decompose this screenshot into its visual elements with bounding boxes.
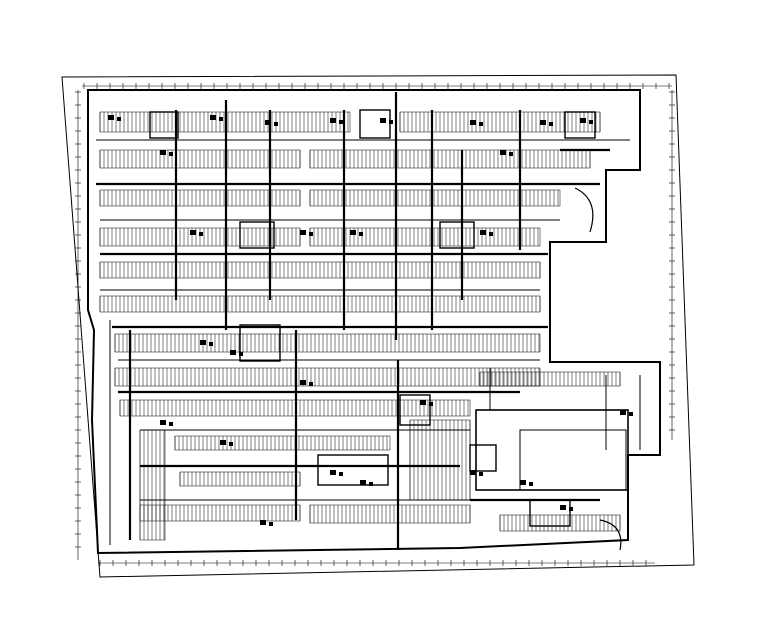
site-boundary bbox=[61, 74, 695, 578]
stair-cores bbox=[149, 109, 596, 527]
service-runs bbox=[96, 92, 610, 550]
ramp-curve-east bbox=[574, 187, 594, 233]
hall-area bbox=[475, 409, 629, 491]
dimension-lines bbox=[77, 85, 673, 564]
equipment-blocks bbox=[108, 115, 633, 526]
dimension-ticks bbox=[75, 83, 675, 566]
ramp-curve-southeast bbox=[599, 519, 622, 551]
parking-stall-rows bbox=[99, 111, 621, 541]
building-outline bbox=[87, 89, 661, 555]
secondary-runs bbox=[96, 139, 641, 545]
hall-inner bbox=[519, 429, 627, 491]
